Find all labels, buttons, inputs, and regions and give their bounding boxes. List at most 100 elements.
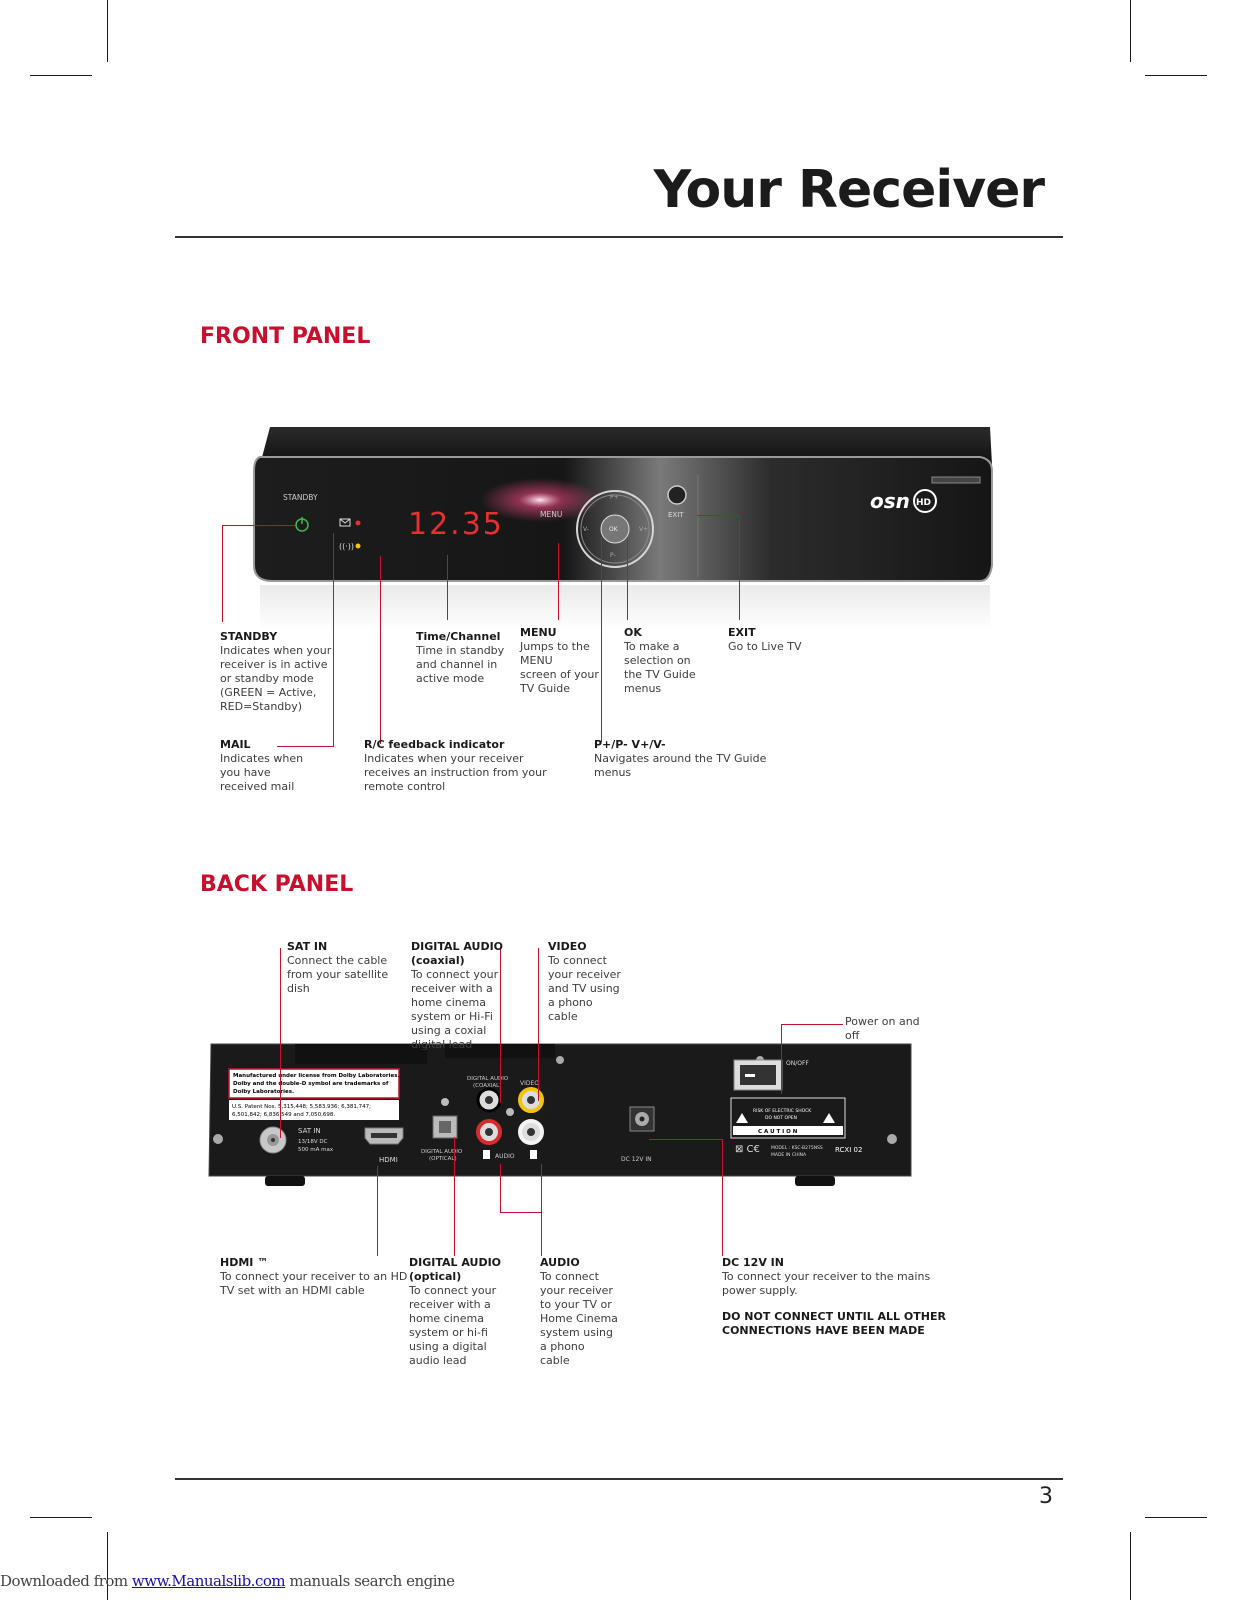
v-minus-text: V- <box>583 526 589 533</box>
risk-text: RISK OF ELECTRIC SHOCK <box>753 1108 812 1114</box>
rc-led <box>355 543 361 549</box>
ok-text: OK <box>609 526 619 533</box>
video-text: VIDEO <box>520 1080 539 1087</box>
label-title: P+/P- V+/V- <box>594 738 666 751</box>
coaxial-text: DIGITAL AUDIO <box>467 1076 509 1082</box>
optical-text: DIGITAL AUDIO <box>421 1149 463 1155</box>
label-title: DIGITAL AUDIO (coaxial) <box>411 940 504 967</box>
leader-line <box>601 537 602 742</box>
v-plus-text: V+ <box>639 526 648 533</box>
back-panel-heading: BACK PANEL <box>200 872 354 897</box>
crop-mark <box>1130 1532 1131 1600</box>
leader-line <box>500 948 501 1103</box>
patent-text: U.S. Patent Nos. 5,315,448; 5,583,936; 6… <box>232 1104 371 1110</box>
label-menu: MENU Jumps to the MENU screen of your TV… <box>520 626 599 696</box>
label-title: MAIL <box>220 738 251 751</box>
label-mail: MAIL Indicates when you have received ma… <box>220 738 303 794</box>
leader-line <box>500 1164 501 1212</box>
leader-line <box>538 948 539 1101</box>
coaxial-text: (COAXIAL) <box>473 1083 501 1089</box>
label-audio: AUDIO To connect your receiver to your T… <box>540 1256 618 1368</box>
label-body: To connect your receiver with a home cin… <box>411 968 499 1051</box>
rc-icon: ((·)) <box>339 542 354 551</box>
label-title: DIGITAL AUDIO (optical) <box>409 1256 502 1283</box>
crop-mark <box>1130 0 1131 62</box>
crop-mark <box>1145 75 1207 76</box>
menu-text: MENU <box>540 510 562 519</box>
label-title: Time/Channel <box>416 630 501 643</box>
label-pv: P+/P- V+/V- Navigates around the TV Guid… <box>594 738 766 780</box>
label-body: To connect your receiver to the mains po… <box>722 1270 931 1297</box>
leader-line <box>377 1166 378 1256</box>
dolby-notice: Dolby and the double-D symbol are tradem… <box>233 1081 389 1087</box>
dc-in-text: DC 12V IN <box>621 1156 652 1163</box>
label-title: R/C feedback indicator <box>364 738 505 751</box>
brand-badge: HD <box>916 498 931 508</box>
dolby-notice: Dolby Laboratories. <box>233 1089 294 1095</box>
label-rc-feedback: R/C feedback indicator Indicates when yo… <box>364 738 547 794</box>
dolby-notice: Manufactured under license from Dolby La… <box>233 1073 400 1079</box>
label-title: DC 12V IN <box>722 1256 784 1269</box>
label-title: OK <box>624 626 642 639</box>
p-plus-text: P+ <box>610 494 619 501</box>
standby-text: STANDBY <box>283 493 318 502</box>
leader-line <box>781 1024 782 1094</box>
exit-text: EXIT <box>668 511 684 519</box>
label-body: Navigates around the TV Guide menus <box>594 752 767 779</box>
leader-line <box>722 1139 723 1256</box>
leader-line <box>739 515 740 620</box>
label-body: Jumps to the MENU screen of your TV Guid… <box>520 640 599 695</box>
front-panel-heading: FRONT PANEL <box>200 324 371 349</box>
leader-line <box>280 948 281 1138</box>
label-title: SAT IN <box>287 940 328 953</box>
label-standby: STANDBY Indicates when your receiver is … <box>220 630 331 714</box>
leader-line <box>454 1137 455 1256</box>
caution-text: C A U T I O N <box>758 1129 798 1135</box>
label-body: Indicates when you have received mail <box>220 752 304 793</box>
rcxi-text: RCXI 02 <box>835 1146 862 1154</box>
label-ok: OK To make a selection on the TV Guide m… <box>624 626 696 696</box>
hdmi-text: HDMI <box>379 1156 398 1164</box>
time-display: 12.35 <box>408 507 504 542</box>
download-footer: Downloaded from www.Manualslib.com manua… <box>0 1572 455 1590</box>
page-title: Your Receiver <box>653 160 1045 220</box>
footer-suffix: manuals search engine <box>285 1572 455 1590</box>
label-video: VIDEO To connect your receiver and TV us… <box>548 940 621 1024</box>
crop-mark <box>30 75 92 76</box>
label-body: Indicates when your receiver is in activ… <box>220 644 332 713</box>
model-text: MODEL : KSC-B275NSS <box>771 1145 823 1151</box>
mail-led <box>355 520 361 526</box>
footer-prefix: Downloaded from <box>0 1572 132 1590</box>
back-panel-device: Manufactured under license from Dolby La… <box>208 1043 912 1186</box>
warning-text: DO NOT CONNECT UNTIL ALL OTHER CONNECTIO… <box>722 1310 946 1337</box>
sat-spec-text: 500 mA max <box>298 1147 334 1153</box>
label-body: To connect your receiver and TV using a … <box>548 954 621 1023</box>
patent-text: 6,501,842; 6,836,549 and 7,050,698. <box>232 1112 335 1118</box>
leader-line <box>697 515 740 516</box>
crop-mark <box>107 0 108 62</box>
leader-line <box>447 555 448 620</box>
leader-line <box>277 746 334 747</box>
p-minus-text: P- <box>610 552 616 559</box>
manualslib-link[interactable]: www.Manualslib.com <box>131 1572 286 1590</box>
optical-text: (OPTICAL) <box>429 1156 457 1162</box>
leader-line <box>781 1024 843 1025</box>
leader-line <box>222 525 295 526</box>
label-body: Go to Live TV <box>728 640 802 653</box>
audio-text: AUDIO <box>495 1153 515 1160</box>
label-power: Power on and off <box>845 1015 920 1043</box>
label-title: STANDBY <box>220 630 278 643</box>
label-body: Power on and off <box>845 1015 920 1042</box>
label-body: To connect your receiver with a home cin… <box>409 1284 497 1367</box>
leader-line <box>541 1164 542 1256</box>
title-rule <box>175 236 1063 238</box>
page-number: 3 <box>1039 1484 1053 1509</box>
label-title: HDMI ™ <box>220 1256 269 1269</box>
label-title: VIDEO <box>548 940 587 953</box>
label-digital-audio-optical: DIGITAL AUDIO (optical) To connect your … <box>409 1256 501 1368</box>
front-panel-device: ((·)) 12.35 STANDBY MENU EXIT P+ P- V- V… <box>253 427 993 630</box>
sat-spec-text: 13/18V DC <box>298 1139 328 1145</box>
crop-mark <box>107 1532 108 1600</box>
svg-text:⊠ C€: ⊠ C€ <box>735 1144 760 1155</box>
label-title: EXIT <box>728 626 756 639</box>
